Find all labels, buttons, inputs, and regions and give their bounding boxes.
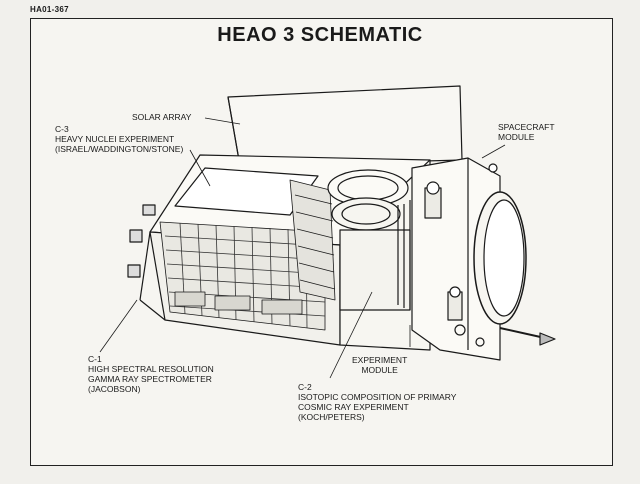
heavy-nuclei-panel <box>174 167 319 216</box>
c1-name-line1: HIGH SPECTRAL RESOLUTION <box>88 364 214 374</box>
c1-name-line2: GAMMA RAY SPECTROMETER <box>88 374 212 384</box>
c2-name-line1: ISOTOPIC COMPOSITION OF PRIMARY <box>298 392 457 402</box>
spacecraft-module-label: SPACECRAFT MODULE <box>498 122 555 142</box>
figure-title: HEAO 3 SCHEMATIC <box>217 24 423 46</box>
solar-array-panel <box>227 85 463 167</box>
experiment-module-label-line: EXPERIMENT <box>352 355 408 365</box>
side-fittings <box>127 204 156 278</box>
c2-investigators: (KOCH/PETERS) <box>298 412 365 422</box>
experiment-module-label-line: MODULE <box>361 365 398 375</box>
c1-label: C-1 HIGH SPECTRAL RESOLUTION GAMMA RAY S… <box>88 354 214 394</box>
leader-lines <box>99 117 506 379</box>
document-id: HA01-367 <box>30 5 69 14</box>
c3-label: C-3 HEAVY NUCLEI EXPERIMENT (ISRAEL/WADD… <box>55 124 183 154</box>
c1-code: C-1 <box>88 354 102 364</box>
isotopic-experiment-cylinder <box>327 169 411 311</box>
aperture-ring <box>473 191 527 325</box>
c1-investigators: (JACOBSON) <box>88 384 141 394</box>
spacecraft-module-label-line: MODULE <box>498 132 535 142</box>
c3-investigators: (ISRAEL/WADDINGTON/STONE) <box>55 144 184 154</box>
spacecraft-module-label-line: SPACECRAFT <box>498 122 555 132</box>
c3-code: C-3 <box>55 124 69 134</box>
detector-grid <box>159 179 336 331</box>
experiment-module-label: EXPERIMENT MODULE <box>352 355 407 375</box>
spacecraft-module <box>411 157 501 361</box>
c3-name: HEAVY NUCLEI EXPERIMENT <box>55 134 175 144</box>
c2-name-line2: COSMIC RAY EXPERIMENT <box>298 402 409 412</box>
boom-antenna <box>499 327 556 346</box>
c2-label: C-2 ISOTOPIC COMPOSITION OF PRIMARY COSM… <box>298 382 456 422</box>
solar-array-label: SOLAR ARRAY <box>132 112 192 122</box>
c2-code: C-2 <box>298 382 312 392</box>
